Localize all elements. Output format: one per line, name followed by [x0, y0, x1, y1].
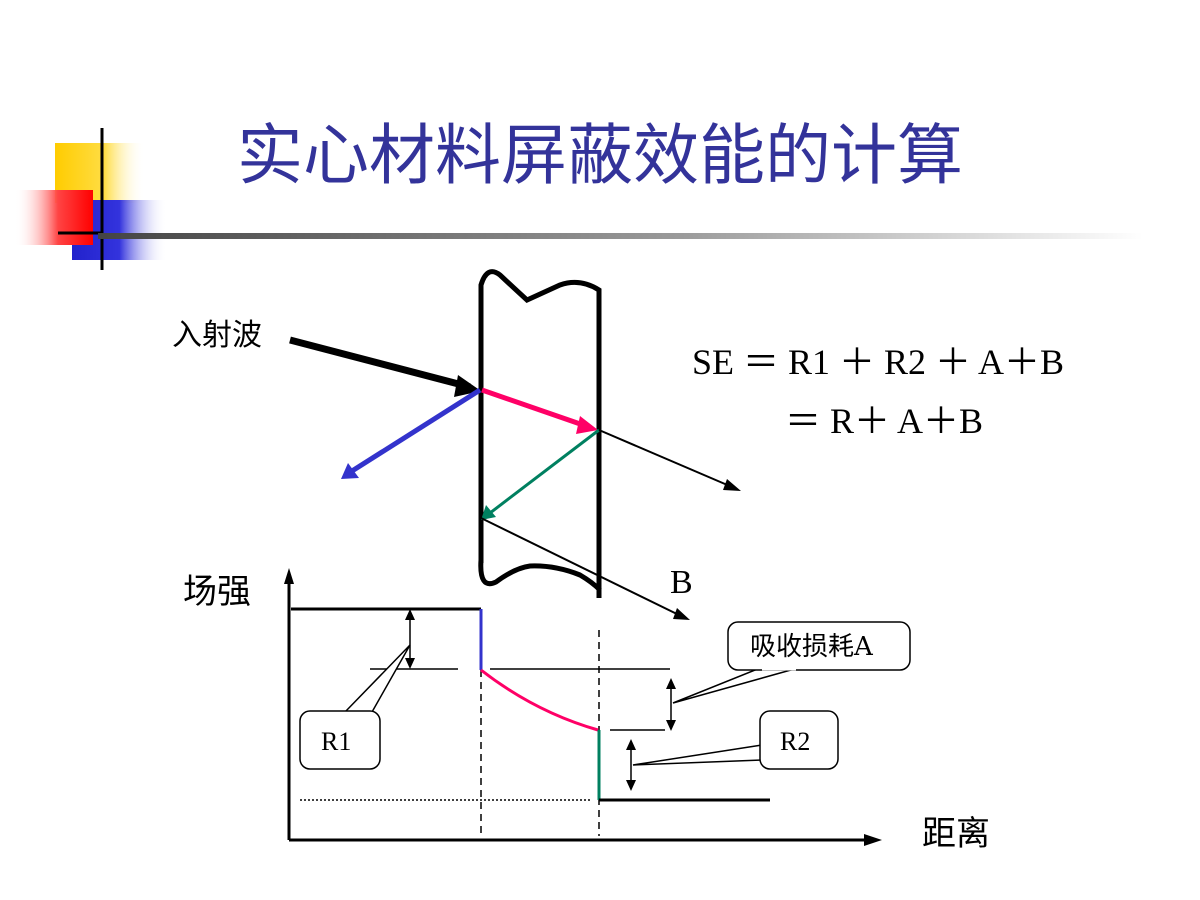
- internal-wave-arrow: [481, 387, 587, 429]
- x-axis-arrowhead: [864, 834, 882, 846]
- secondary-reflection-arrowhead: [481, 505, 496, 520]
- r1-callout: R1: [299, 644, 411, 770]
- absorption-dimension-arrow: [666, 678, 676, 731]
- r2-dimension-arrow: [626, 739, 636, 791]
- absorption-callout-label: 吸收损耗A: [750, 632, 874, 662]
- absorption-curve: [480, 668, 599, 732]
- title-rule: [98, 233, 1143, 239]
- r1-dimension-arrow: [405, 609, 415, 669]
- slab-outline: [478, 269, 602, 598]
- absorption-callout-box: [727, 621, 911, 671]
- reflected-wave-arrow: [350, 387, 482, 474]
- incident-wave-label: 入射波: [172, 318, 262, 353]
- y-axis-arrowhead: [284, 568, 294, 584]
- multiple-reflection-arrow: [480, 517, 682, 617]
- slab-bottom-edge: [478, 559, 602, 592]
- y-axis-label: 场强: [183, 572, 251, 612]
- absorption-callout: 吸收损耗A: [672, 621, 911, 704]
- internal-wave-arrowhead: [576, 416, 598, 434]
- r2-callout-box: [759, 710, 839, 770]
- incident-wave-arrow: [289, 336, 471, 391]
- page-title: 实心材料屏蔽效能的计算: [237, 117, 963, 194]
- r1-callout-pointer: [344, 644, 411, 713]
- formula-line-2: ＝ R＋ A＋B: [785, 401, 983, 441]
- r1-callout-label: R1: [321, 727, 351, 756]
- x-axis-label: 距离: [922, 814, 990, 854]
- b-label: B: [670, 564, 693, 601]
- logo-red-block: [15, 190, 93, 245]
- decorative-logo: [15, 128, 167, 270]
- formula-line-1: SE ＝ R1 ＋ R2 ＋ A＋B: [692, 342, 1064, 382]
- transmitted-wave-arrowhead: [723, 479, 741, 491]
- shield-slab: [478, 269, 602, 598]
- r2-callout: R2: [632, 710, 839, 770]
- field-strength-graph: 场强 距离: [183, 568, 990, 854]
- secondary-reflection-arrow: [489, 428, 600, 515]
- r2-callout-label: R2: [780, 727, 810, 756]
- r2-callout-pointer: [632, 744, 763, 766]
- multiple-reflection-arrowhead: [673, 608, 690, 620]
- transmitted-wave-arrow: [598, 429, 733, 488]
- r1-callout-box: [299, 710, 381, 770]
- reflected-wave-arrowhead: [341, 463, 359, 479]
- absorption-callout-pointer: [672, 667, 799, 704]
